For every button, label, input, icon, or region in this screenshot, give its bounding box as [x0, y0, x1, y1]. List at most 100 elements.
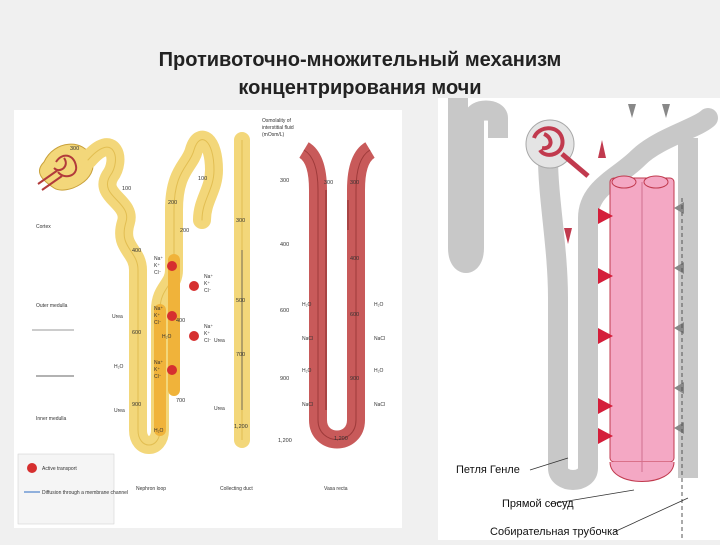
scale-header-line: Osmolality of — [262, 118, 292, 124]
water-label: H₂O — [302, 302, 312, 308]
nacl-label: NaCl — [302, 336, 313, 342]
osmolality-value: 600 — [132, 330, 141, 336]
arrow-icon — [662, 104, 670, 118]
arrow-icon — [564, 228, 572, 244]
caption-vasa-recta: Vasa recta — [324, 486, 348, 492]
vasa-value: 400 — [350, 256, 359, 262]
vasa-value: 300 — [350, 180, 359, 186]
active-transport-pumps — [167, 261, 199, 375]
osmolality-value: 700 — [176, 398, 185, 404]
label-pointer — [613, 497, 689, 533]
countercurrent-diagram — [448, 98, 718, 538]
osmolality-value: 400 — [132, 248, 141, 254]
arrow-icon — [598, 140, 606, 158]
ion-label: Cl⁻ — [154, 320, 162, 326]
water-label: H₂O — [162, 334, 172, 340]
vasa-recta: 300 300 400 600 900 1,200 H₂O NaCl H₂O N… — [298, 142, 385, 449]
scale-value: 900 — [280, 376, 289, 382]
zone-cortex-label: Cortex — [36, 224, 51, 230]
ion-label: Cl⁻ — [154, 270, 162, 276]
duct-value: 700 — [236, 352, 245, 358]
pump-marker — [167, 311, 177, 321]
pump-marker — [189, 281, 199, 291]
duct-value: 300 — [236, 218, 245, 224]
ion-labels: Na⁺ K⁺ Cl⁻ Na⁺ K⁺ Cl⁻ Na⁺ K⁺ Cl⁻ Na⁺ K⁺ … — [154, 256, 213, 380]
osmolality-value: 200 — [180, 228, 189, 234]
arrow-icon — [598, 328, 613, 344]
duct-value: 500 — [236, 298, 245, 304]
nephron-tubule — [79, 130, 223, 454]
ion-label: K⁺ — [204, 331, 210, 337]
nacl-label: NaCl — [374, 402, 385, 408]
nephron-diagram-panel: Cortex Outer medulla Inner medulla Na⁺ K… — [14, 110, 402, 528]
ion-label: K⁺ — [154, 263, 160, 269]
urea-label: Urea — [112, 314, 123, 320]
arrow-icon — [598, 268, 613, 284]
osmolality-value: 100 — [198, 176, 207, 182]
pump-marker — [167, 261, 177, 271]
slide-title: Противоточно-множительный механизм конце… — [0, 46, 720, 102]
diffusion-labels: Urea H₂O Urea H₂O H₂O Urea Urea — [112, 314, 225, 434]
vasa-value: 1,200 — [334, 436, 348, 442]
osmolality-value: 400 — [176, 318, 185, 324]
ion-label: Na⁺ — [154, 256, 163, 262]
pump-marker — [189, 331, 199, 341]
arrow-icon — [598, 428, 613, 444]
urea-label: Urea — [114, 408, 125, 414]
osmolality-scale: Osmolality of interstitial fluid (mOsm/L… — [262, 118, 294, 444]
ion-label: K⁺ — [204, 281, 210, 287]
water-label: H₂O — [374, 368, 384, 374]
scale-value: 1,200 — [278, 438, 292, 444]
water-label: H₂O — [154, 428, 164, 434]
ion-label: Na⁺ — [204, 274, 213, 280]
ion-label: Cl⁻ — [204, 288, 212, 294]
countercurrent-diagram-panel — [438, 98, 720, 540]
vasa-value: 300 — [324, 180, 333, 186]
ion-label: Cl⁻ — [204, 338, 212, 344]
osmolality-value: 900 — [132, 402, 141, 408]
title-line-1: Противоточно-множительный механизм — [158, 49, 562, 71]
arrow-icon — [598, 398, 613, 414]
legend: Active transport Diffusion through a mem… — [17, 453, 128, 525]
label-loop-of-henle: Петля Генле — [456, 464, 520, 476]
nephron-osmolality-values: 300 100 200 100 200 400 400 600 700 900 — [70, 146, 207, 408]
label-pointer — [549, 489, 635, 505]
scale-value: 600 — [280, 308, 289, 314]
scale-value: 300 — [280, 178, 289, 184]
nacl-label: NaCl — [302, 402, 313, 408]
osmolality-value: 300 — [70, 146, 79, 152]
title-line-2: концентрирования мочи — [238, 77, 482, 99]
legend-active-transport: Active transport — [42, 466, 77, 472]
osmolality-value: 200 — [168, 200, 177, 206]
water-label: H₂O — [302, 368, 312, 374]
water-label: H₂O — [114, 364, 124, 370]
ion-label: Na⁺ — [204, 324, 213, 330]
scale-header-line: interstitial fluid — [262, 125, 294, 131]
nephron-diagram: Cortex Outer medulla Inner medulla Na⁺ K… — [17, 118, 385, 525]
transport-arrows — [564, 140, 613, 444]
zone-outer-medulla-label: Outer medulla — [36, 303, 68, 309]
urea-label: Urea — [214, 338, 225, 344]
scale-value: 400 — [280, 242, 289, 248]
ion-label: K⁺ — [154, 313, 160, 319]
arrow-icon — [628, 104, 636, 118]
caption-collecting-duct: Collecting duct — [220, 486, 253, 492]
glomerulus — [37, 143, 94, 191]
ion-label: Na⁺ — [154, 360, 163, 366]
pink-vessel — [609, 175, 675, 482]
water-label: H₂O — [374, 302, 384, 308]
ion-label: Na⁺ — [154, 306, 163, 312]
ion-label: Cl⁻ — [154, 374, 162, 380]
osmolality-value: 100 — [122, 186, 131, 192]
label-vasa-recta: Прямой сосуд — [502, 498, 574, 510]
glomerulus — [525, 119, 590, 178]
label-pointer — [529, 457, 569, 471]
grey-nephron-tubule — [448, 98, 718, 490]
vasa-value: 900 — [350, 376, 359, 382]
legend-diffusion: Diffusion through a membrane channel — [42, 490, 128, 496]
pump-marker — [167, 365, 177, 375]
arrow-icon — [598, 208, 613, 224]
scale-header-line: (mOsm/L) — [262, 132, 285, 138]
active-transport-icon — [27, 463, 37, 473]
ion-label: K⁺ — [154, 367, 160, 373]
